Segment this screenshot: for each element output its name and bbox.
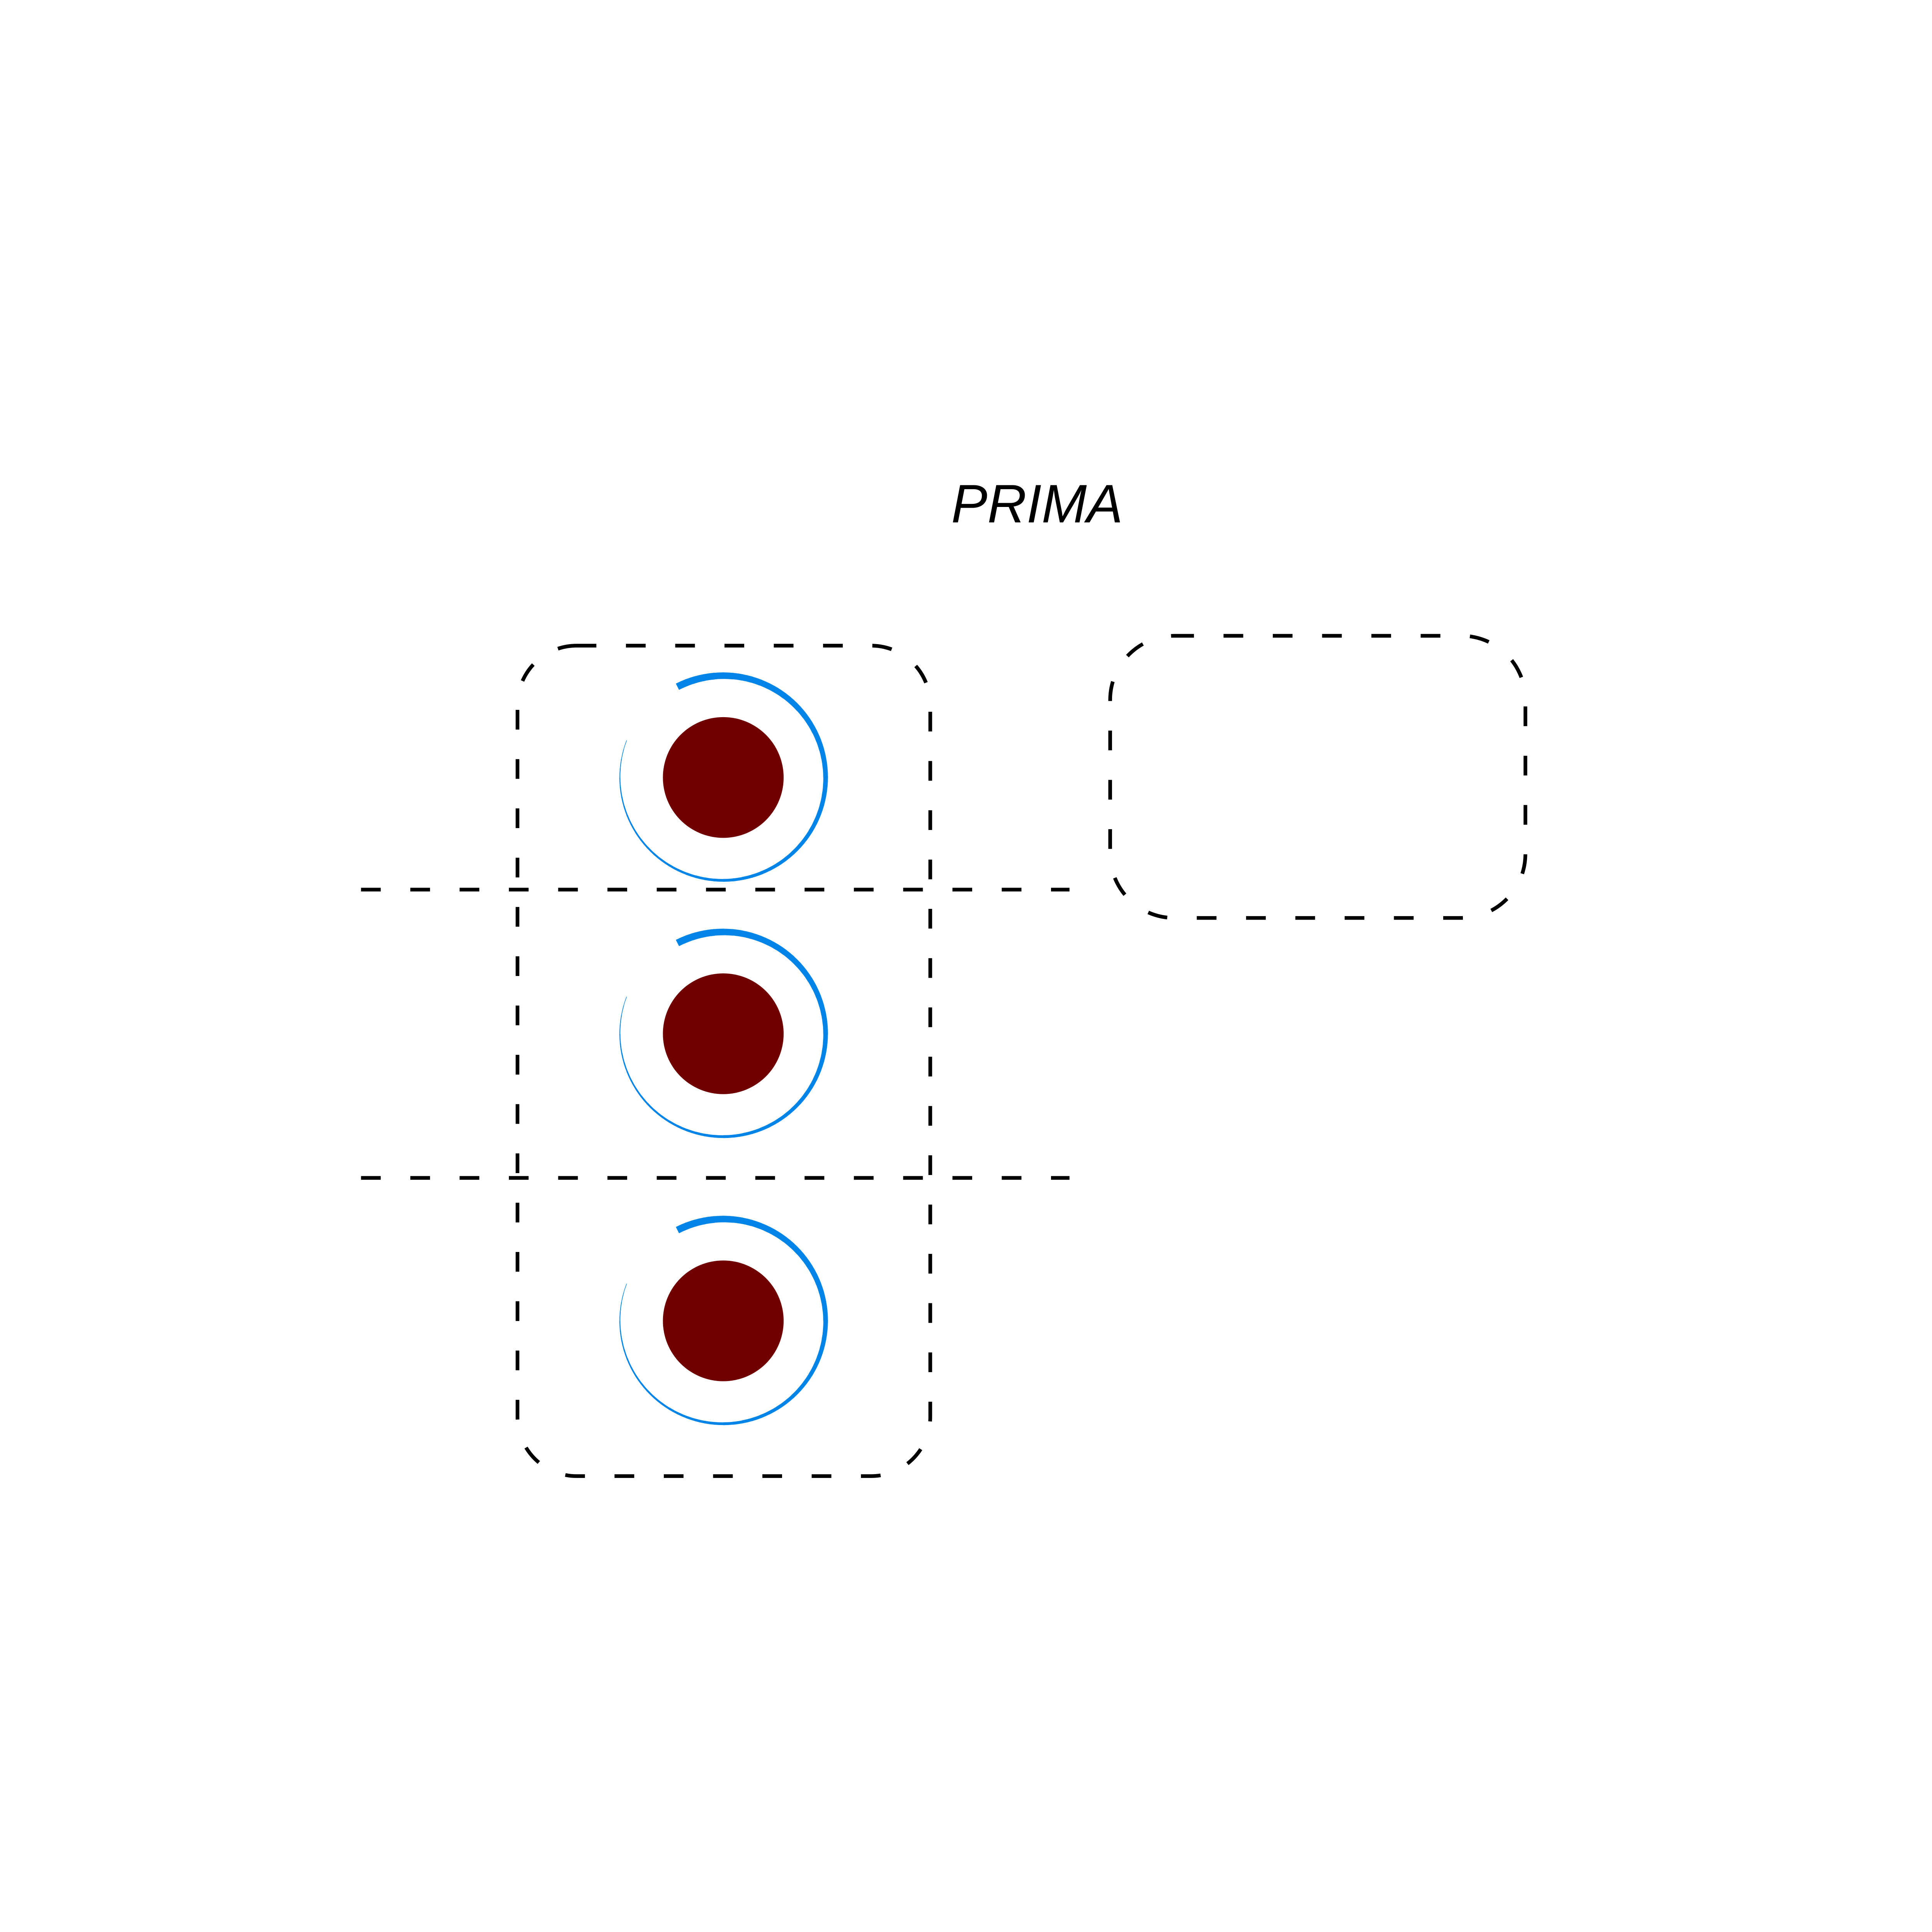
ring-segment [820, 795, 827, 807]
left-container [515, 644, 932, 1478]
ring-segment [749, 1219, 762, 1229]
ring-segment [821, 1042, 828, 1054]
ring-segment [749, 676, 762, 686]
ring-segment [685, 1219, 697, 1230]
ring-segment [821, 1329, 828, 1341]
ring-segment [821, 786, 828, 797]
ring-segment [816, 1282, 824, 1294]
ring-segment [676, 935, 689, 946]
ring-segment [820, 1338, 827, 1350]
ring-segment [703, 673, 715, 681]
ring-segment [821, 757, 828, 769]
ring-segment [703, 1216, 715, 1225]
ring-segment [694, 930, 706, 940]
ring-segment [676, 679, 689, 690]
ring-segment [694, 1217, 706, 1227]
ring-segment [704, 1420, 716, 1425]
ring-segment [816, 995, 824, 1007]
ring-segment [703, 929, 715, 937]
ring-segment [676, 1222, 689, 1233]
ring-segment [704, 1133, 716, 1138]
ring-segment [819, 748, 827, 760]
ring-segment [732, 877, 744, 881]
ring-segment [758, 935, 771, 946]
ring-segment [731, 673, 743, 681]
dot-icon [663, 973, 784, 1094]
items-group [619, 672, 828, 1425]
ring-segment [685, 676, 697, 686]
item-3 [619, 1216, 828, 1425]
ring-segment [758, 1223, 771, 1233]
ring-segment [740, 674, 753, 683]
ring-segment [821, 1014, 828, 1025]
ring-segment [704, 877, 716, 881]
spiral-ring-icon [619, 929, 828, 1138]
dot-icon [663, 1260, 784, 1381]
ring-segment [749, 932, 762, 942]
ring-segment [731, 1216, 743, 1224]
ring-segment [740, 1217, 753, 1226]
ring-segment [731, 929, 743, 937]
spiral-ring-icon [619, 1216, 828, 1425]
ring-segment [758, 679, 771, 689]
ring-segment [819, 1004, 827, 1016]
ring-segment [732, 1420, 744, 1425]
ring-segment [820, 1051, 827, 1063]
item-1 [619, 672, 828, 882]
ring-segment [816, 738, 824, 751]
item-2 [619, 929, 828, 1138]
dot-icon [663, 717, 784, 838]
ring-segment [740, 930, 753, 939]
ring-segment [732, 1133, 744, 1138]
ring-segment [694, 674, 706, 683]
ring-segment [821, 1301, 828, 1312]
spiral-ring-icon [619, 672, 828, 882]
ring-segment [819, 1291, 827, 1303]
title-label: PRIMA [951, 473, 1123, 534]
ring-segment [685, 932, 697, 942]
